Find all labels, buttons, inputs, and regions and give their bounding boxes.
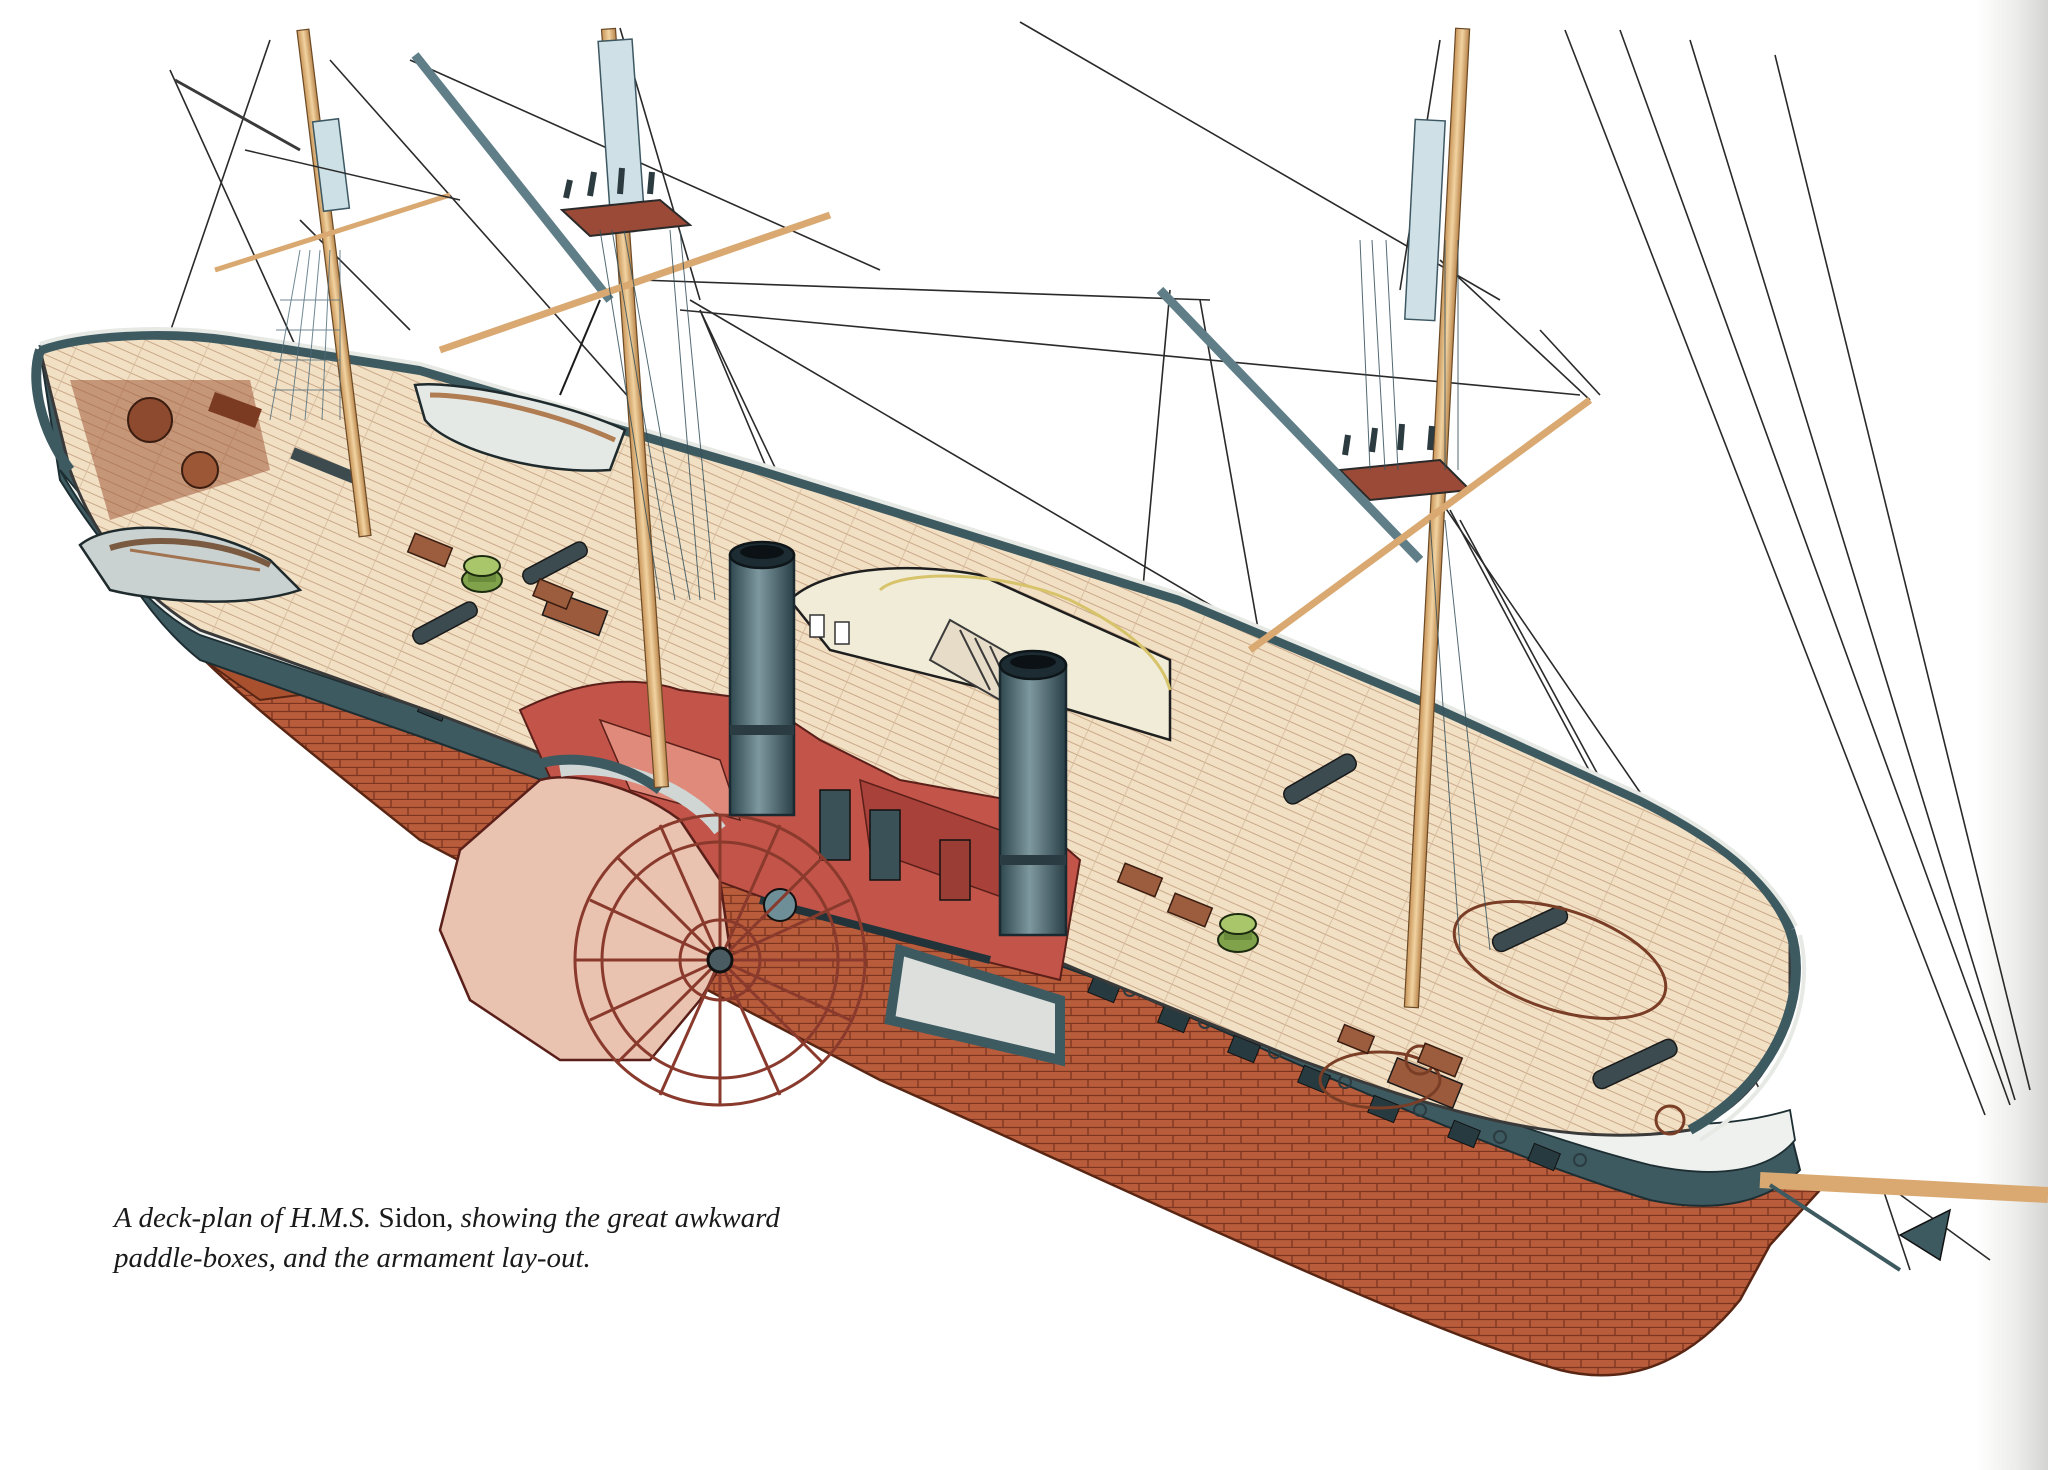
quarter-boat: [78, 526, 303, 603]
fore-funnel: [998, 649, 1068, 937]
aft-funnel: [728, 540, 796, 817]
paddle-box-edge: [522, 754, 1065, 1067]
capstans: [461, 555, 1259, 953]
main-mast: [411, 27, 832, 789]
bowsprit: [1759, 1172, 2048, 1272]
stern-fittings: [70, 380, 360, 520]
mizzen-mast: [174, 28, 461, 538]
caption-line-1: A deck-plan of H.M.S. Sidon, showing the…: [114, 1198, 894, 1238]
main-top: [559, 198, 693, 238]
figure-caption: A deck-plan of H.M.S. Sidon, showing the…: [114, 1198, 894, 1278]
caption-line-1-part-2: showing the great awkward: [453, 1202, 780, 1234]
deck: [31, 327, 1807, 1142]
caption-ship-name: Sidon,: [371, 1202, 454, 1234]
rigging-lines: [119, 21, 2031, 1271]
deck-guns: [412, 541, 1678, 1110]
paddle-wheel: [573, 813, 867, 1107]
hatches: [406, 532, 1464, 1078]
caption-line-2: paddle-boxes, and the armament lay-out.: [114, 1242, 591, 1274]
pivot-gun-tracks: [1318, 900, 1686, 1136]
waist-boat: [413, 299, 627, 472]
fore-mast: [1156, 27, 1593, 1009]
caption-line-1-part-1: A deck-plan of H.M.S.: [114, 1202, 372, 1234]
